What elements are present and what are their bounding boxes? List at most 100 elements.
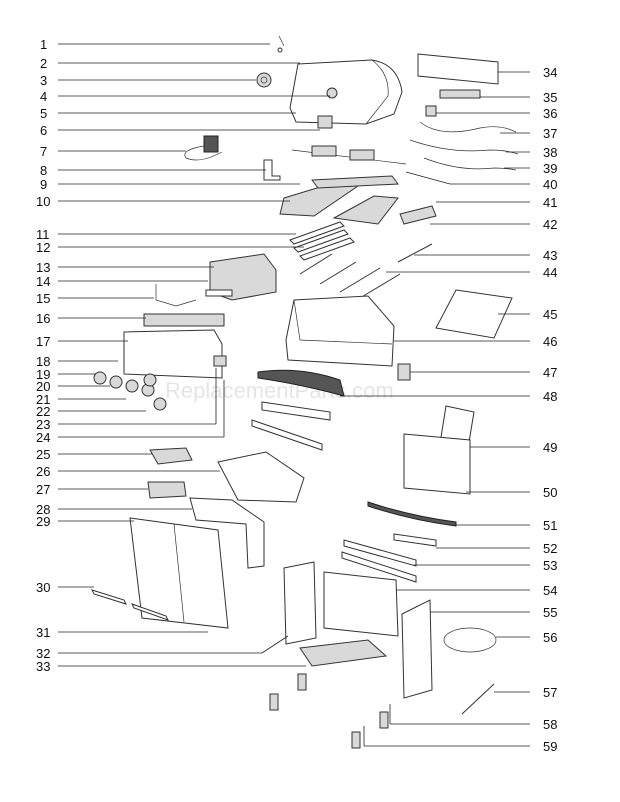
callout-number: 7 bbox=[40, 144, 47, 159]
part-lp-hose bbox=[443, 627, 497, 653]
callout-number: 53 bbox=[543, 558, 557, 573]
callout-number: 11 bbox=[36, 227, 50, 242]
callout-number: 1 bbox=[40, 37, 47, 52]
part-ignition-tool bbox=[461, 683, 495, 715]
callout-number: 56 bbox=[543, 630, 557, 645]
callout-number: 52 bbox=[543, 541, 557, 556]
part-igniter-module bbox=[184, 135, 223, 161]
callout-number: 34 bbox=[543, 65, 557, 80]
part-cooking-grates bbox=[279, 183, 399, 225]
part-cabinet-frame-right bbox=[401, 599, 433, 699]
callout-number: 48 bbox=[543, 389, 557, 404]
callout-number: 33 bbox=[36, 659, 50, 674]
callout-number: 49 bbox=[543, 440, 557, 455]
callout-number: 40 bbox=[543, 177, 557, 192]
callout-number: 25 bbox=[36, 447, 50, 462]
callout-numbers-left: 1 2 3 4 5 6 7 8 9 10 11 12 13 14 15 16 1… bbox=[36, 37, 50, 674]
callout-number: 55 bbox=[543, 605, 557, 620]
part-lid-handle-bracket bbox=[317, 115, 333, 129]
callout-number: 38 bbox=[543, 145, 557, 160]
part-thermometer-bezel bbox=[256, 72, 272, 88]
part-gas-valves bbox=[143, 313, 225, 327]
callout-number: 26 bbox=[36, 464, 50, 479]
callout-number: 35 bbox=[543, 90, 557, 105]
part-lid bbox=[289, 59, 403, 125]
part-clip bbox=[425, 105, 437, 117]
callout-number: 8 bbox=[40, 163, 47, 178]
callout-number: 14 bbox=[36, 274, 50, 289]
callout-number: 2 bbox=[40, 56, 47, 71]
callout-number: 30 bbox=[36, 580, 50, 595]
part-drip-pan bbox=[147, 481, 187, 499]
callout-number: 15 bbox=[36, 291, 50, 306]
part-side-shelf bbox=[417, 53, 499, 85]
part-regulator bbox=[397, 363, 411, 381]
callout-number: 43 bbox=[543, 248, 557, 263]
part-side-burner bbox=[435, 289, 513, 339]
callout-number: 16 bbox=[36, 311, 50, 326]
part-back-panel bbox=[323, 571, 399, 637]
part-cabinet-doors bbox=[129, 517, 229, 629]
callout-number: 27 bbox=[36, 482, 50, 497]
callout-number: 13 bbox=[36, 260, 50, 275]
callout-number: 47 bbox=[543, 365, 557, 380]
part-burner-tubes bbox=[299, 205, 437, 299]
part-grease-tray bbox=[217, 451, 305, 503]
part-screw bbox=[277, 35, 285, 53]
part-crossover-tube bbox=[205, 289, 233, 297]
callout-number: 57 bbox=[543, 685, 557, 700]
callout-number: 59 bbox=[543, 739, 557, 754]
part-tube bbox=[439, 89, 481, 99]
callout-number: 36 bbox=[543, 106, 557, 121]
part-side-burner-knob bbox=[213, 355, 227, 367]
callout-number: 18 bbox=[36, 354, 50, 369]
part-bottom-panel bbox=[299, 639, 388, 667]
callout-number: 9 bbox=[40, 177, 47, 192]
callout-number: 10 bbox=[36, 194, 50, 209]
callout-number: 51 bbox=[543, 518, 557, 533]
callout-number: 32 bbox=[36, 646, 50, 661]
callout-number: 5 bbox=[40, 106, 47, 121]
part-side-hose bbox=[367, 501, 457, 527]
callout-number: 22 bbox=[36, 404, 50, 419]
leader-lines bbox=[58, 43, 530, 747]
callout-number: 23 bbox=[36, 417, 50, 432]
callout-number: 24 bbox=[36, 430, 50, 445]
callout-number: 29 bbox=[36, 514, 50, 529]
part-casters bbox=[269, 673, 389, 749]
part-bracket bbox=[263, 159, 281, 181]
callout-number: 37 bbox=[543, 126, 557, 141]
part-rails bbox=[251, 401, 331, 451]
callout-number: 19 bbox=[36, 367, 50, 382]
callout-number: 3 bbox=[40, 73, 47, 88]
part-side-table bbox=[403, 405, 475, 495]
callout-number: 17 bbox=[36, 334, 50, 349]
callout-number: 41 bbox=[543, 195, 557, 210]
callout-number: 50 bbox=[543, 485, 557, 500]
callout-number: 28 bbox=[36, 502, 50, 517]
watermark-text: ReplacementParts.com bbox=[165, 378, 394, 403]
part-door-handles bbox=[91, 589, 170, 621]
part-cart-rails bbox=[341, 533, 437, 583]
callout-number: 45 bbox=[543, 307, 557, 322]
callout-number: 46 bbox=[543, 334, 557, 349]
callout-numbers-right: 34 35 36 37 38 39 40 41 42 43 44 45 46 4… bbox=[543, 65, 557, 754]
part-rotisserie-spit bbox=[291, 145, 407, 165]
part-drawings bbox=[91, 35, 519, 749]
part-cook-box bbox=[285, 295, 395, 367]
callout-number: 12 bbox=[36, 240, 50, 255]
callout-number: 4 bbox=[40, 89, 47, 104]
part-catch-pan bbox=[149, 447, 193, 465]
callout-number: 54 bbox=[543, 583, 557, 598]
part-flavorizer-bars bbox=[289, 221, 355, 261]
callout-number: 58 bbox=[543, 717, 557, 732]
callout-number: 20 bbox=[36, 379, 50, 394]
part-control-knobs bbox=[93, 371, 167, 411]
part-cabinet-frame-left bbox=[283, 561, 317, 645]
callout-number: 21 bbox=[36, 392, 50, 407]
callout-number: 6 bbox=[40, 123, 47, 138]
callout-number: 31 bbox=[36, 625, 50, 640]
part-control-panel bbox=[123, 329, 223, 379]
